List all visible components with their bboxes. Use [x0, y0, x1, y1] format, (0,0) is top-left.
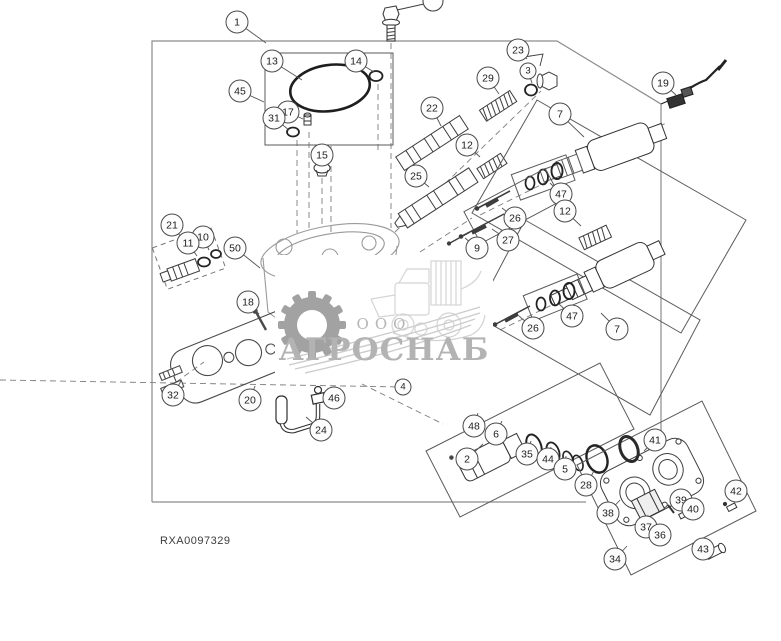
- o-rings-47-lower: [522, 273, 588, 322]
- watermark-art: [278, 260, 486, 374]
- spool-25: [394, 167, 479, 229]
- fitting-46: [310, 385, 327, 405]
- plug-3-group: [523, 53, 558, 97]
- o-ring-11: [197, 256, 211, 268]
- spool-22: [395, 114, 469, 172]
- gear-icon: [278, 291, 346, 359]
- watermark: ООО АГРОСНАБ: [275, 255, 493, 383]
- o-ring-31: [286, 126, 300, 138]
- fitting-group-21: [151, 226, 227, 290]
- set-screw-17: [303, 112, 312, 126]
- connector-19: [660, 59, 728, 109]
- o-ring-28: [585, 444, 609, 474]
- spring-pin-9: [446, 231, 471, 246]
- bolt-top: [381, 0, 444, 42]
- spring-29: [478, 89, 518, 122]
- bracket-23: [523, 53, 544, 67]
- o-ring-3: [524, 83, 538, 97]
- watermark-company-prefix: ООО: [356, 315, 412, 333]
- solenoid-bracket-37: [630, 488, 666, 522]
- spring-12-lower: [578, 224, 613, 251]
- watermark-company-name: АГРОСНАБ: [278, 332, 490, 368]
- o-ring-14: [368, 70, 384, 82]
- pin-26-upper: [474, 190, 511, 211]
- o-ring-13: [288, 63, 372, 113]
- seal-41: [618, 435, 640, 463]
- pin-26-lower: [492, 305, 531, 327]
- valve-7-upper: [471, 99, 747, 334]
- o-ring-10: [210, 249, 222, 259]
- drawing-number: RXA0097329: [160, 535, 231, 547]
- pin-group: [446, 167, 563, 246]
- main-border: [151, 40, 662, 503]
